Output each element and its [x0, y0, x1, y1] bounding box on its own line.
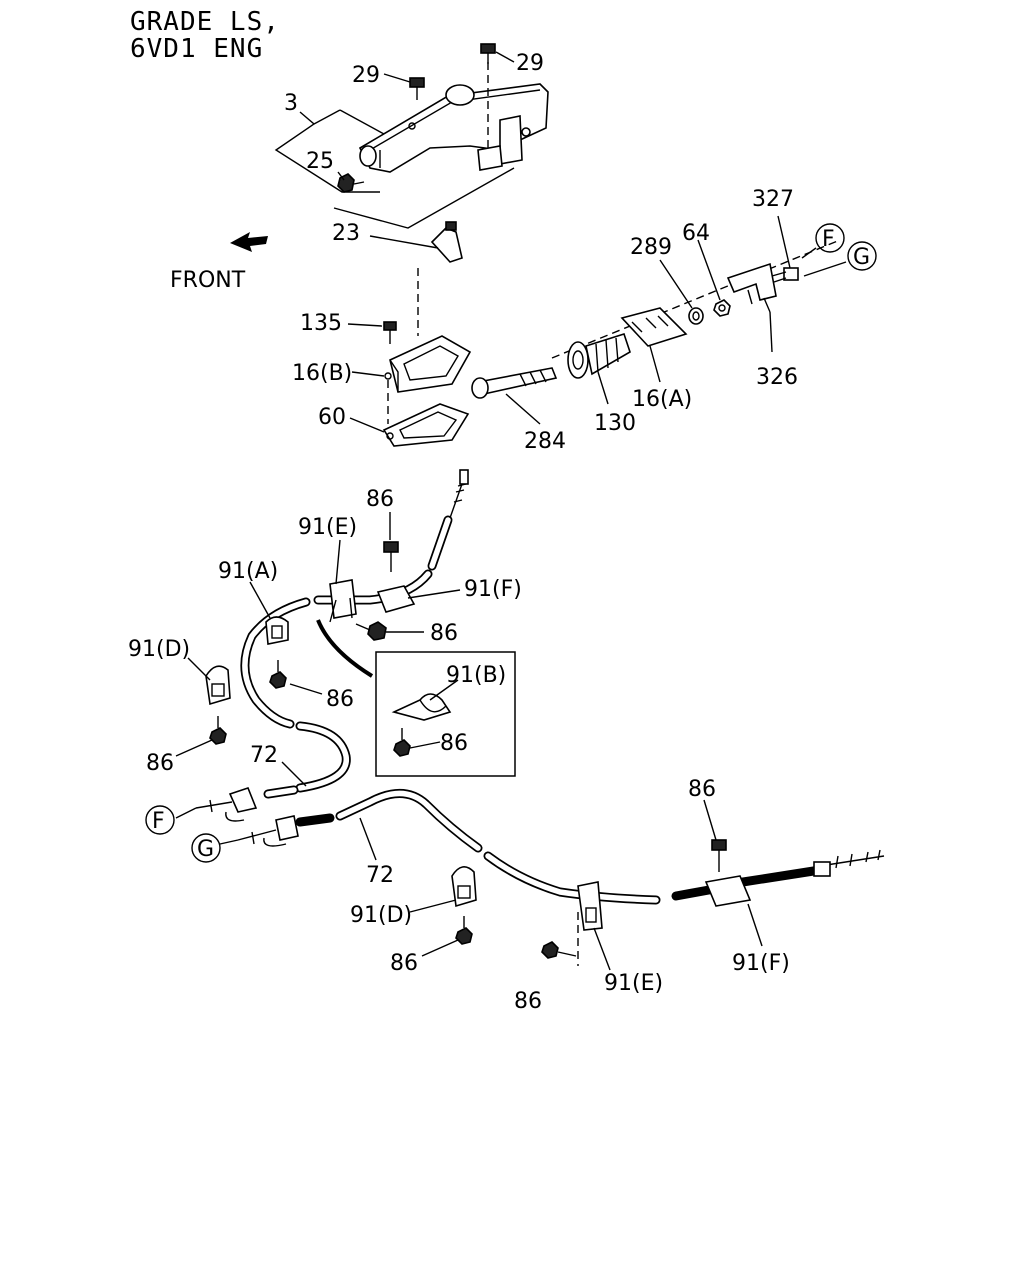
callout-86-bottom: 86: [514, 989, 542, 1014]
callout-29-right: 29: [516, 51, 544, 76]
callout-86-clip: 86: [430, 621, 458, 646]
callout-86-top: 86: [366, 487, 394, 512]
clip-91e-low-icon: [577, 881, 603, 931]
front-label: FRONT: [170, 268, 246, 293]
nut-64-icon: [713, 299, 731, 317]
bracket-16a-icon: [620, 307, 688, 347]
rod-284-icon: [471, 367, 558, 399]
connector-g-top-label: G: [853, 245, 870, 270]
cable-end-f: [195, 787, 258, 822]
bolt-86-f-icon: [455, 916, 473, 945]
switch-23-icon: [430, 221, 463, 263]
clip-91d-low-icon: [451, 866, 477, 908]
callout-130: 130: [594, 411, 636, 436]
washer-289-icon: [688, 307, 704, 325]
callout-327: 327: [752, 187, 794, 212]
cable-72-rear: [295, 789, 885, 905]
callout-86-mid: 86: [326, 687, 354, 712]
grade-header: GRADE LS,: [130, 7, 280, 37]
callout-29-left: 29: [352, 63, 380, 88]
callout-25: 25: [306, 149, 334, 174]
bolt-86-e-icon: [393, 728, 411, 757]
bracket-326-icon: [726, 262, 777, 313]
cover-16b-icon: [384, 335, 472, 393]
callout-284: 284: [524, 429, 566, 454]
callout-91f-top: 91(F): [464, 577, 522, 602]
callout-135: 135: [300, 311, 342, 336]
callout-289: 289: [630, 235, 672, 260]
connector-g-low-label: G: [197, 837, 214, 862]
cable-end-g: [237, 815, 299, 847]
callout-326: 326: [756, 365, 798, 390]
callout-86-left: 86: [146, 751, 174, 776]
callout-91e-low: 91(E): [604, 971, 663, 996]
callout-23: 23: [332, 221, 360, 246]
parking-brake-lever-assembly: [358, 83, 549, 173]
callout-64: 64: [682, 221, 710, 246]
bolt-25-icon: [337, 173, 365, 193]
gasket-60-icon: [382, 403, 470, 447]
connector-g-low: G: [191, 833, 221, 863]
callout-16b: 16(B): [292, 361, 352, 386]
callout-16a: 16(A): [632, 387, 692, 412]
connector-g-top: G: [847, 241, 877, 271]
callout-91a: 91(A): [218, 559, 278, 584]
callout-91b: 91(B): [446, 663, 506, 688]
callout-86-inset: 86: [440, 731, 468, 756]
bolt-135-icon: [383, 321, 397, 344]
clip-91e-top-icon: [329, 579, 357, 623]
clip-91b-icon: [391, 693, 452, 721]
callout-60: 60: [318, 405, 346, 430]
clip-91a-icon: [265, 616, 289, 645]
clip-91d-left-icon: [205, 665, 231, 706]
callout-86-low: 86: [390, 951, 418, 976]
bolt-86-a-icon: [383, 541, 399, 572]
bolt-86-g-icon: [541, 941, 577, 959]
connector-f-low-label: F: [152, 809, 165, 834]
callout-72-rear: 72: [366, 863, 394, 888]
callout-3: 3: [284, 91, 298, 116]
clip-91f-low-icon: [704, 875, 752, 907]
bolt-29-right-icon: [480, 43, 496, 64]
cable-72-left: [240, 597, 351, 799]
front-arrow-icon: [230, 232, 268, 252]
bolt-86-b-icon: [269, 660, 287, 689]
bolt-29-left-icon: [409, 77, 425, 100]
bolt-327-icon: [771, 267, 799, 283]
callout-91d-low: 91(D): [350, 903, 412, 928]
bolt-86-c-icon: [355, 621, 387, 641]
clip-91f-top-icon: [376, 585, 416, 613]
inset-box: [375, 651, 516, 777]
engine-header: 6VD1 ENG: [130, 34, 263, 64]
bolt-86-h-icon: [711, 839, 727, 872]
connector-f-top: F: [815, 223, 845, 253]
callout-91e-top: 91(E): [298, 515, 357, 540]
callout-91f-low: 91(F): [732, 951, 790, 976]
callout-86-right: 86: [688, 777, 716, 802]
callout-91d-left: 91(D): [128, 637, 190, 662]
spring-130-icon: [567, 333, 631, 379]
connector-f-low: F: [145, 805, 175, 835]
connector-f-top-label: F: [822, 227, 835, 252]
callout-72-left: 72: [250, 743, 278, 768]
bolt-86-d-icon: [209, 716, 227, 745]
